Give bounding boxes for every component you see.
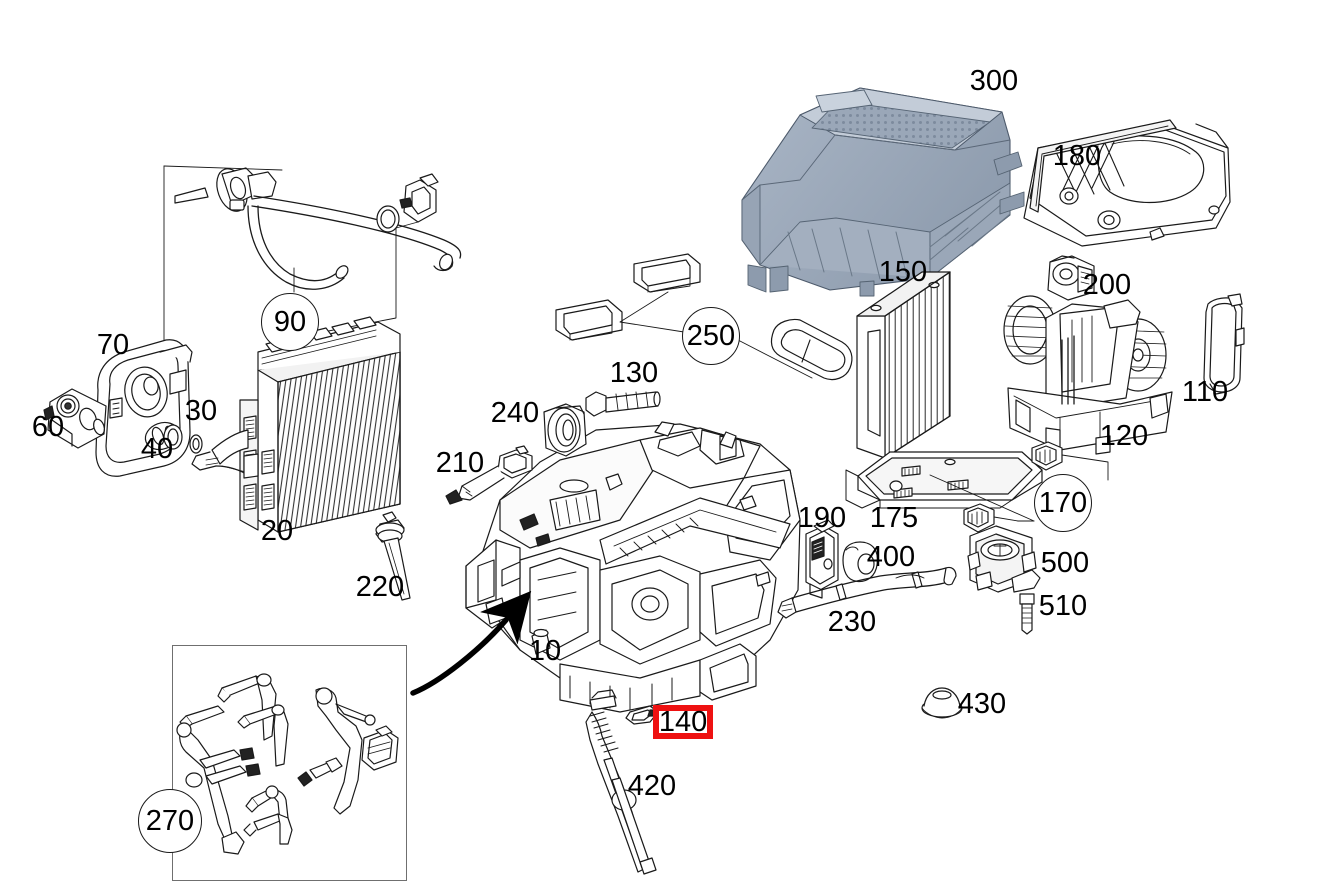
- part-label-500[interactable]: 500: [1040, 547, 1090, 579]
- part-label-180[interactable]: 180: [1052, 140, 1102, 172]
- part-240-grommet-seal: [543, 403, 587, 457]
- part-500-blower-regulator: [967, 525, 1041, 593]
- part-label-140[interactable]: 140: [653, 705, 713, 739]
- part-label-240[interactable]: 240: [490, 397, 540, 429]
- part-175-housing-cover-plate: [845, 451, 1043, 509]
- part-220-drain-valve: [375, 511, 411, 601]
- part-110-blower-side-cover: [1203, 293, 1245, 395]
- part-label-230[interactable]: 230: [827, 606, 877, 638]
- part-label-70[interactable]: 70: [96, 329, 130, 361]
- part-label-130[interactable]: 130: [609, 357, 659, 389]
- part-label-300[interactable]: 300: [969, 65, 1019, 97]
- part-label-170[interactable]: 170: [1034, 474, 1092, 532]
- part-170-fastening-clips: [929, 441, 1109, 533]
- part-130-bolt: [585, 391, 661, 417]
- part-140-retaining-clip: [625, 705, 659, 725]
- part-label-110[interactable]: 110: [1181, 376, 1229, 408]
- part-40-o-ring-small: [163, 424, 183, 450]
- part-label-220[interactable]: 220: [355, 571, 405, 603]
- part-label-10[interactable]: 10: [528, 635, 562, 667]
- assembly-direction-arrow: [410, 590, 532, 696]
- part-150-cabin-air-filter: [856, 271, 951, 459]
- part-250-duct-seals: [555, 253, 853, 381]
- part-20-evaporator: [191, 316, 401, 533]
- part-label-175[interactable]: 175: [869, 502, 919, 534]
- part-label-210[interactable]: 210: [435, 447, 485, 479]
- part-label-430[interactable]: 430: [957, 688, 1007, 720]
- part-400-rubber-plug: [842, 541, 879, 583]
- part-label-30[interactable]: 30: [184, 395, 218, 427]
- part-label-200[interactable]: 200: [1082, 269, 1132, 301]
- part-180-air-intake-housing-cover: [1023, 119, 1231, 247]
- part-190-actuator-motor: [805, 519, 839, 599]
- part-60-expansion-valve-fitting: [43, 388, 107, 449]
- part-label-150[interactable]: 150: [878, 256, 928, 288]
- part-label-420[interactable]: 420: [627, 770, 677, 802]
- part-120-blower-motor-assembly: [1003, 295, 1173, 455]
- part-label-510[interactable]: 510: [1038, 590, 1088, 622]
- part-label-60[interactable]: 60: [31, 411, 65, 443]
- part-10-main-housing: [465, 421, 801, 713]
- part-300-air-distribution-housing: [741, 87, 1025, 297]
- part-label-120[interactable]: 120: [1099, 420, 1149, 452]
- part-label-270[interactable]: 270: [138, 789, 202, 853]
- part-label-40[interactable]: 40: [140, 433, 174, 465]
- part-label-250[interactable]: 250: [682, 307, 740, 365]
- part-30-o-ring-large: [189, 434, 203, 454]
- part-230-drain-hose: [777, 566, 957, 619]
- part-510-regulator-screw: [1019, 593, 1035, 635]
- part-label-400[interactable]: 400: [866, 541, 916, 573]
- part-210-temperature-sensor-probe: [445, 445, 533, 505]
- linkage-detail-inset: [172, 645, 407, 881]
- part-430-rubber-grommet-cap: [921, 687, 963, 719]
- part-270-linkage-lever-set: [176, 673, 399, 855]
- part-label-20[interactable]: 20: [260, 515, 294, 547]
- part-label-190[interactable]: 190: [797, 502, 847, 534]
- part-200-recirculation-actuator: [1047, 255, 1095, 301]
- part-90-refrigerant-lines: [163, 165, 462, 433]
- part-label-90[interactable]: 90: [261, 293, 319, 351]
- part-420-drain-pipe: [585, 689, 657, 875]
